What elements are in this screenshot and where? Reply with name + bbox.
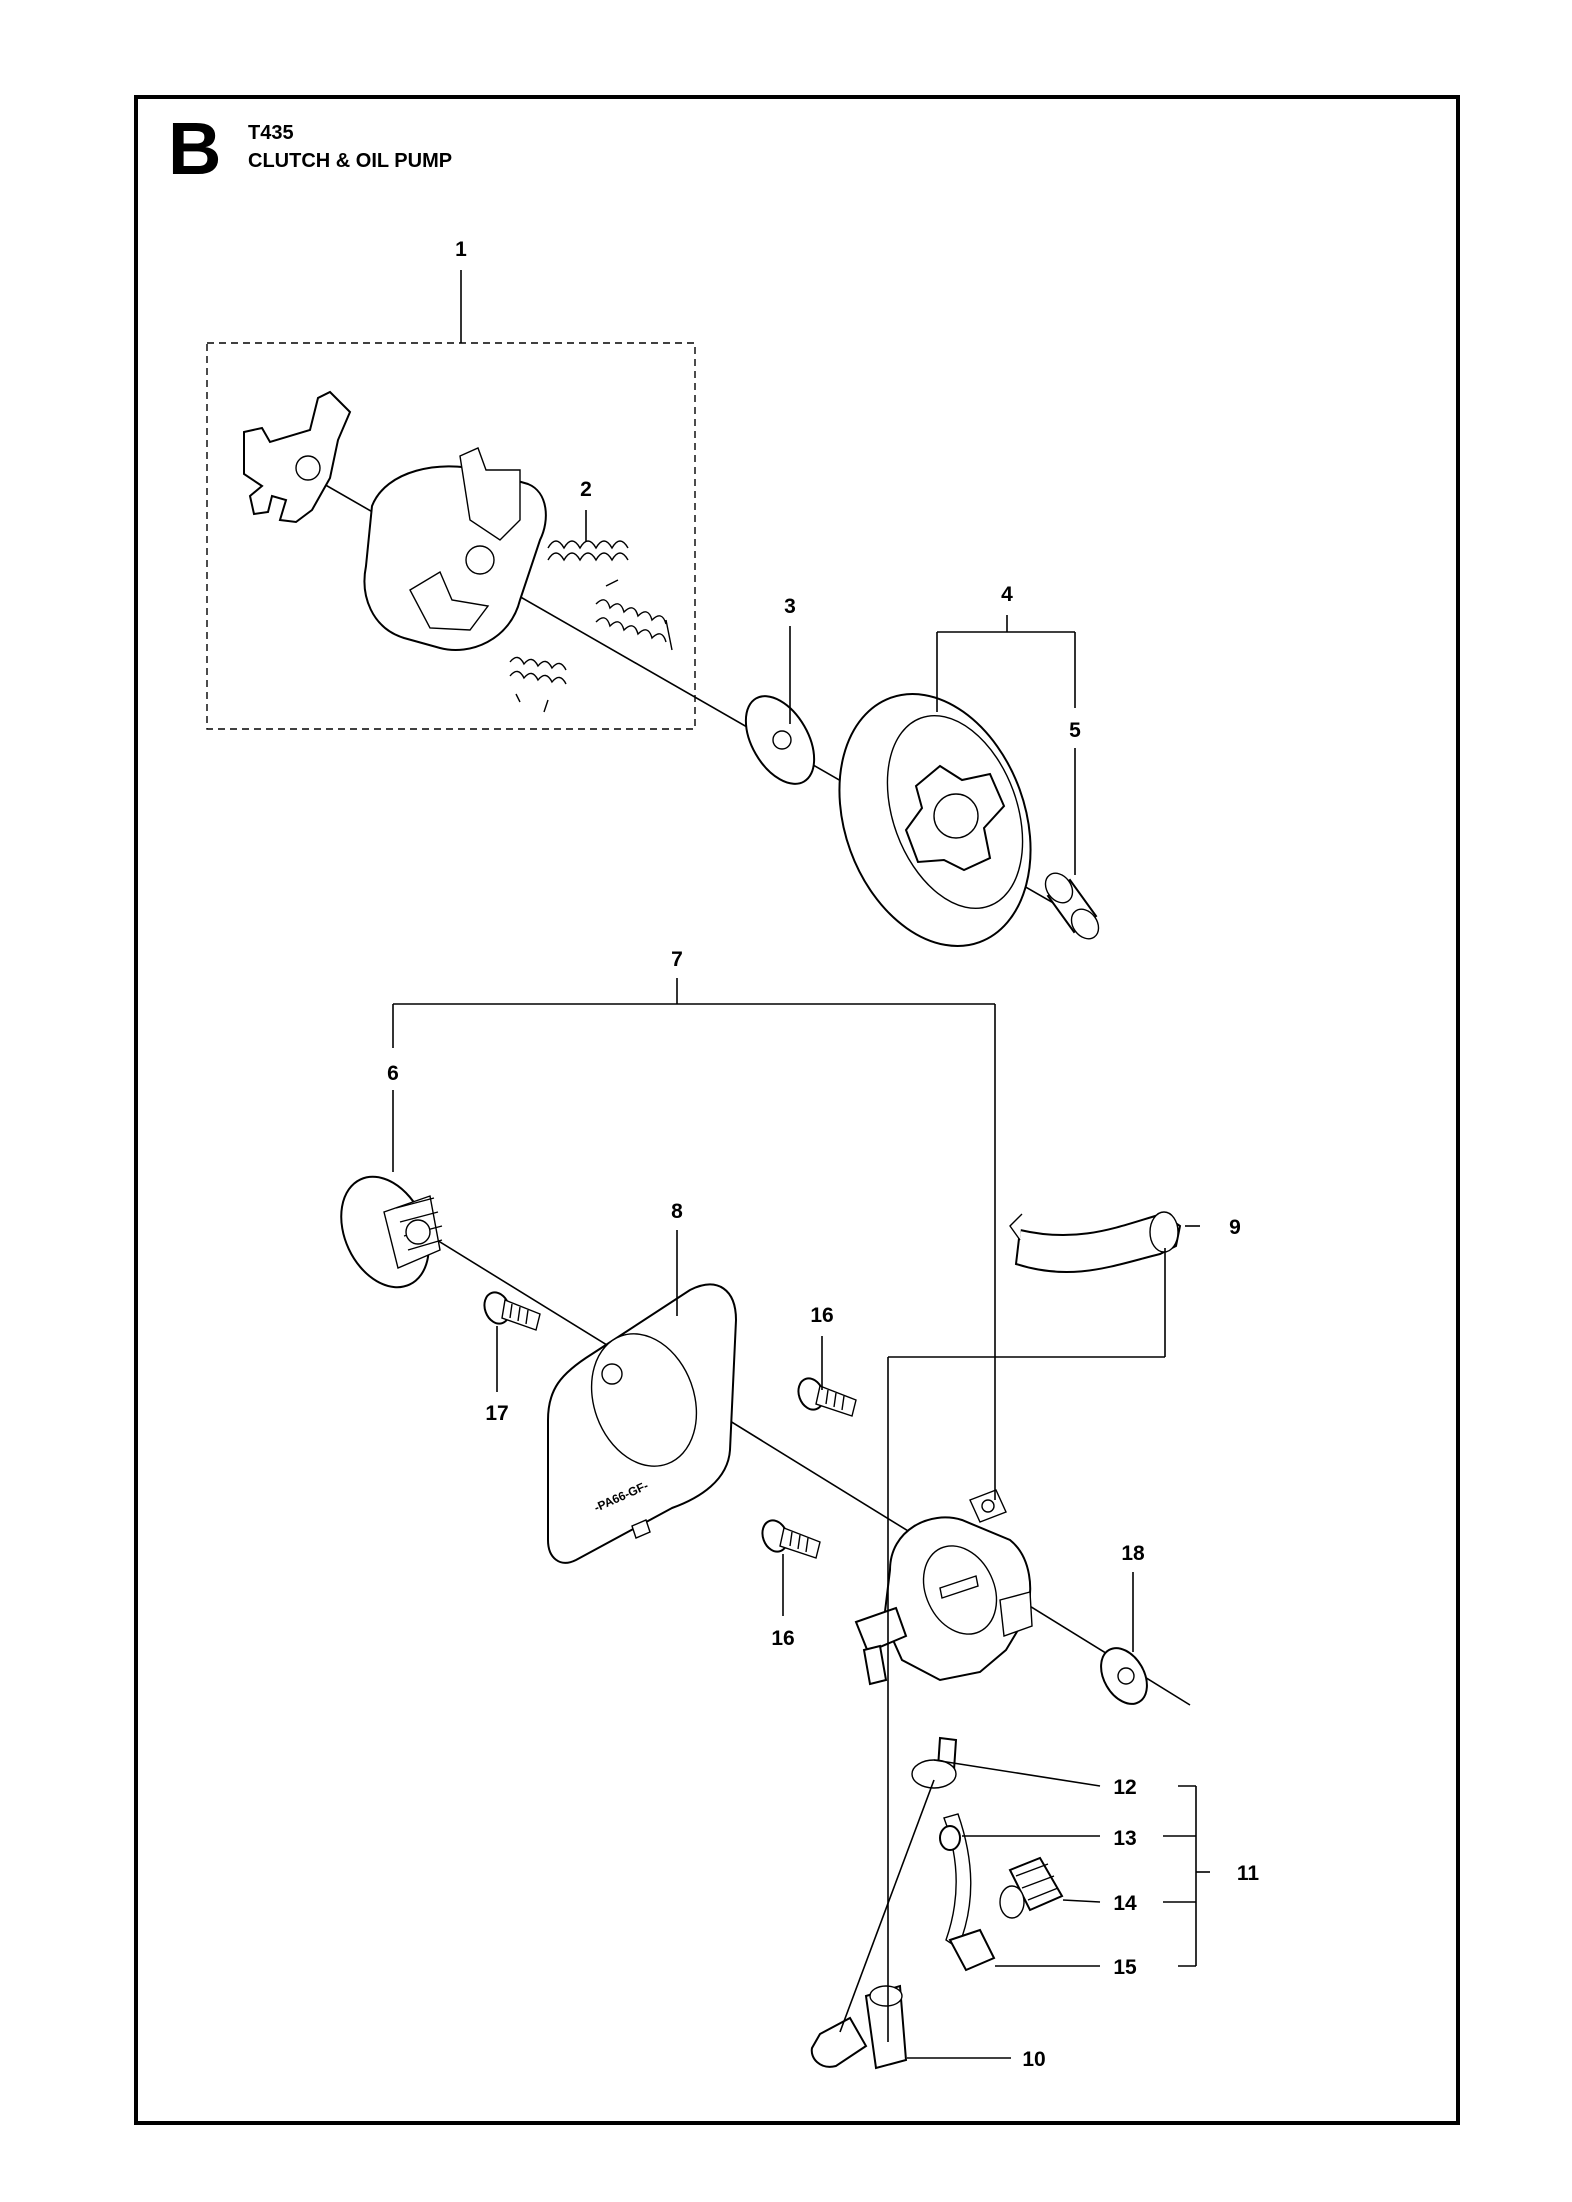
oil-filter [999,1856,1064,1919]
callout-16-upper: 16 [810,1304,833,1327]
callout-9: 9 [1229,1216,1241,1239]
callout-1: 1 [455,238,467,261]
clutch-drum [838,693,1032,947]
oil-pump-axis-line [384,1207,1191,1706]
washer-pump [1100,1647,1148,1705]
callout-12: 12 [1113,1776,1136,1799]
clutch-shoe [243,390,352,524]
model-number: T435 [248,122,294,144]
clutch-spring-lower [509,656,567,713]
diagram-frame [134,95,1460,2125]
clutch-hub [363,447,547,651]
callout-10: 10 [1022,2048,1045,2071]
callout-5: 5 [1069,719,1081,742]
callout-17: 17 [485,1402,508,1425]
callout-13: 13 [1113,1827,1136,1850]
callout-18: 18 [1121,1542,1145,1565]
check-valve [939,1825,961,1851]
oil-pump-body [854,1489,1033,1686]
callout-11: 11 [1237,1862,1260,1885]
callout-16-lower: 16 [771,1627,794,1650]
callout-6: 6 [387,1062,399,1085]
needle-bearing [1044,872,1100,940]
worm-gear [340,1175,443,1289]
callout-7: 7 [671,948,683,971]
callout-14: 14 [1113,1892,1137,1915]
oil-hose [1009,1211,1182,1274]
oil-pump-cover [547,1283,738,1564]
clutch-assembly-box [206,342,696,730]
section-title: CLUTCH & OIL PUMP [248,150,453,172]
section-letter: B [168,107,222,190]
screw-pump-upper [797,1377,857,1417]
washer [744,695,816,785]
clutch-spring-middle [595,579,673,651]
callout-8: 8 [671,1200,683,1223]
callout-4: 4 [1001,583,1013,606]
leader-lines [392,270,1210,2059]
callout-3: 3 [784,595,796,618]
callout-2: 2 [580,478,592,501]
oil-pipe-connector [810,1984,908,2070]
clutch-spring-upper [547,540,629,562]
callout-15: 15 [1113,1956,1137,1979]
screw-cover [483,1291,541,1331]
hose-elbow [948,1928,996,1972]
screw-pump-lower [761,1519,821,1559]
